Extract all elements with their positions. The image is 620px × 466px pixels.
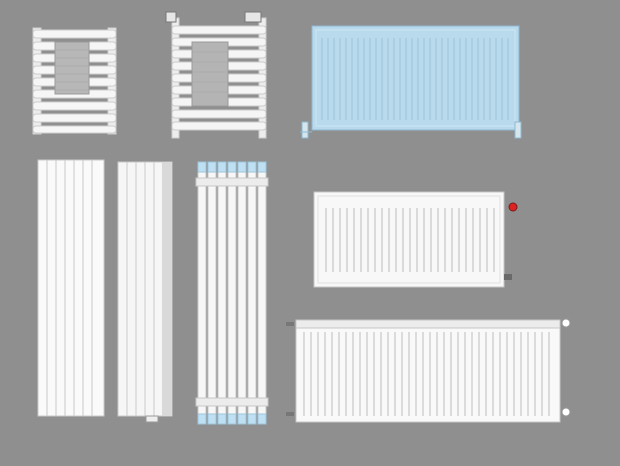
- towel-texture: [54, 41, 90, 95]
- towel-rail-radiator-b: [165, 11, 267, 139]
- thermostatic-valve-icon: [508, 202, 518, 212]
- towel-rail-radiator-a: [32, 27, 117, 135]
- compact-panel-radiator: [313, 191, 518, 288]
- panel-radiator-blue: [300, 25, 522, 139]
- vertical-column-radiator-b: [117, 161, 173, 423]
- long-panel-radiator: [286, 318, 571, 423]
- tube-radiator-blue-caps: [195, 161, 269, 425]
- vertical-column-radiator-a: [37, 159, 105, 417]
